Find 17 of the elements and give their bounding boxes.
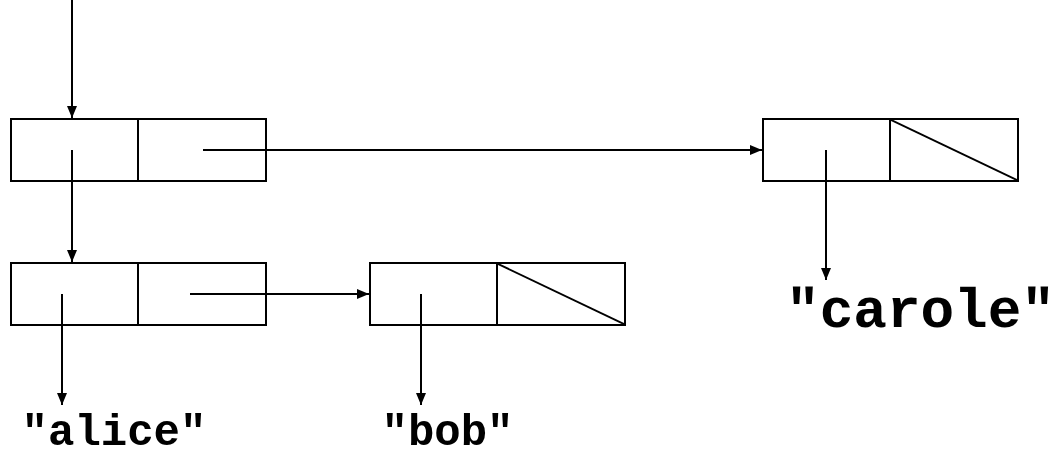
arrow [202, 145, 763, 155]
arrow [189, 289, 370, 299]
cell-box [10, 118, 139, 182]
nil-cell-box [496, 262, 626, 326]
nil-cell-box [889, 118, 1019, 182]
arrow [67, 0, 77, 119]
arrow [416, 293, 426, 406]
cell-box [762, 118, 891, 182]
string-label: "carole" [782, 280, 1059, 344]
arrow [67, 149, 77, 263]
cell-box [10, 262, 139, 326]
cell-box [137, 262, 267, 326]
cell-box [137, 118, 267, 182]
arrow [57, 293, 67, 406]
cell-box [369, 262, 498, 326]
string-label: "bob" [380, 405, 515, 461]
arrow [821, 149, 831, 281]
